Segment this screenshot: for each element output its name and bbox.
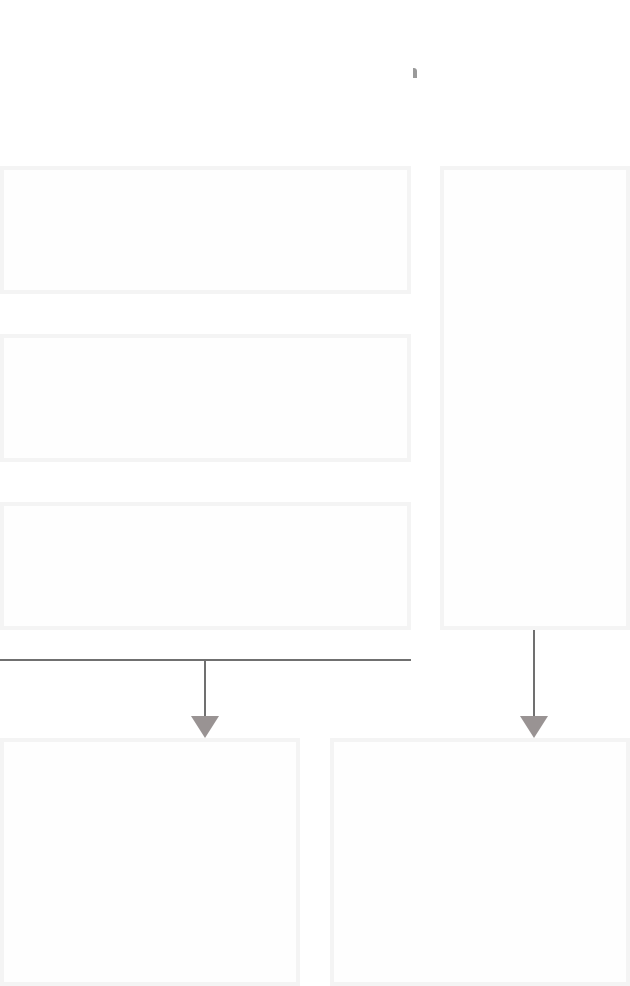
right-tall-box: [440, 166, 630, 630]
left-box-1: [0, 166, 411, 294]
arrow-down-icon: [191, 716, 219, 738]
bottom-left-box: [0, 738, 300, 986]
left-box-2: [0, 334, 411, 462]
arrow-down-icon: [520, 716, 548, 738]
bottom-right-box: [330, 738, 630, 986]
right-vertical-connector: [533, 630, 535, 718]
left-vertical-connector: [204, 660, 206, 718]
partial-mark: [413, 68, 417, 78]
left-box-3: [0, 502, 411, 630]
